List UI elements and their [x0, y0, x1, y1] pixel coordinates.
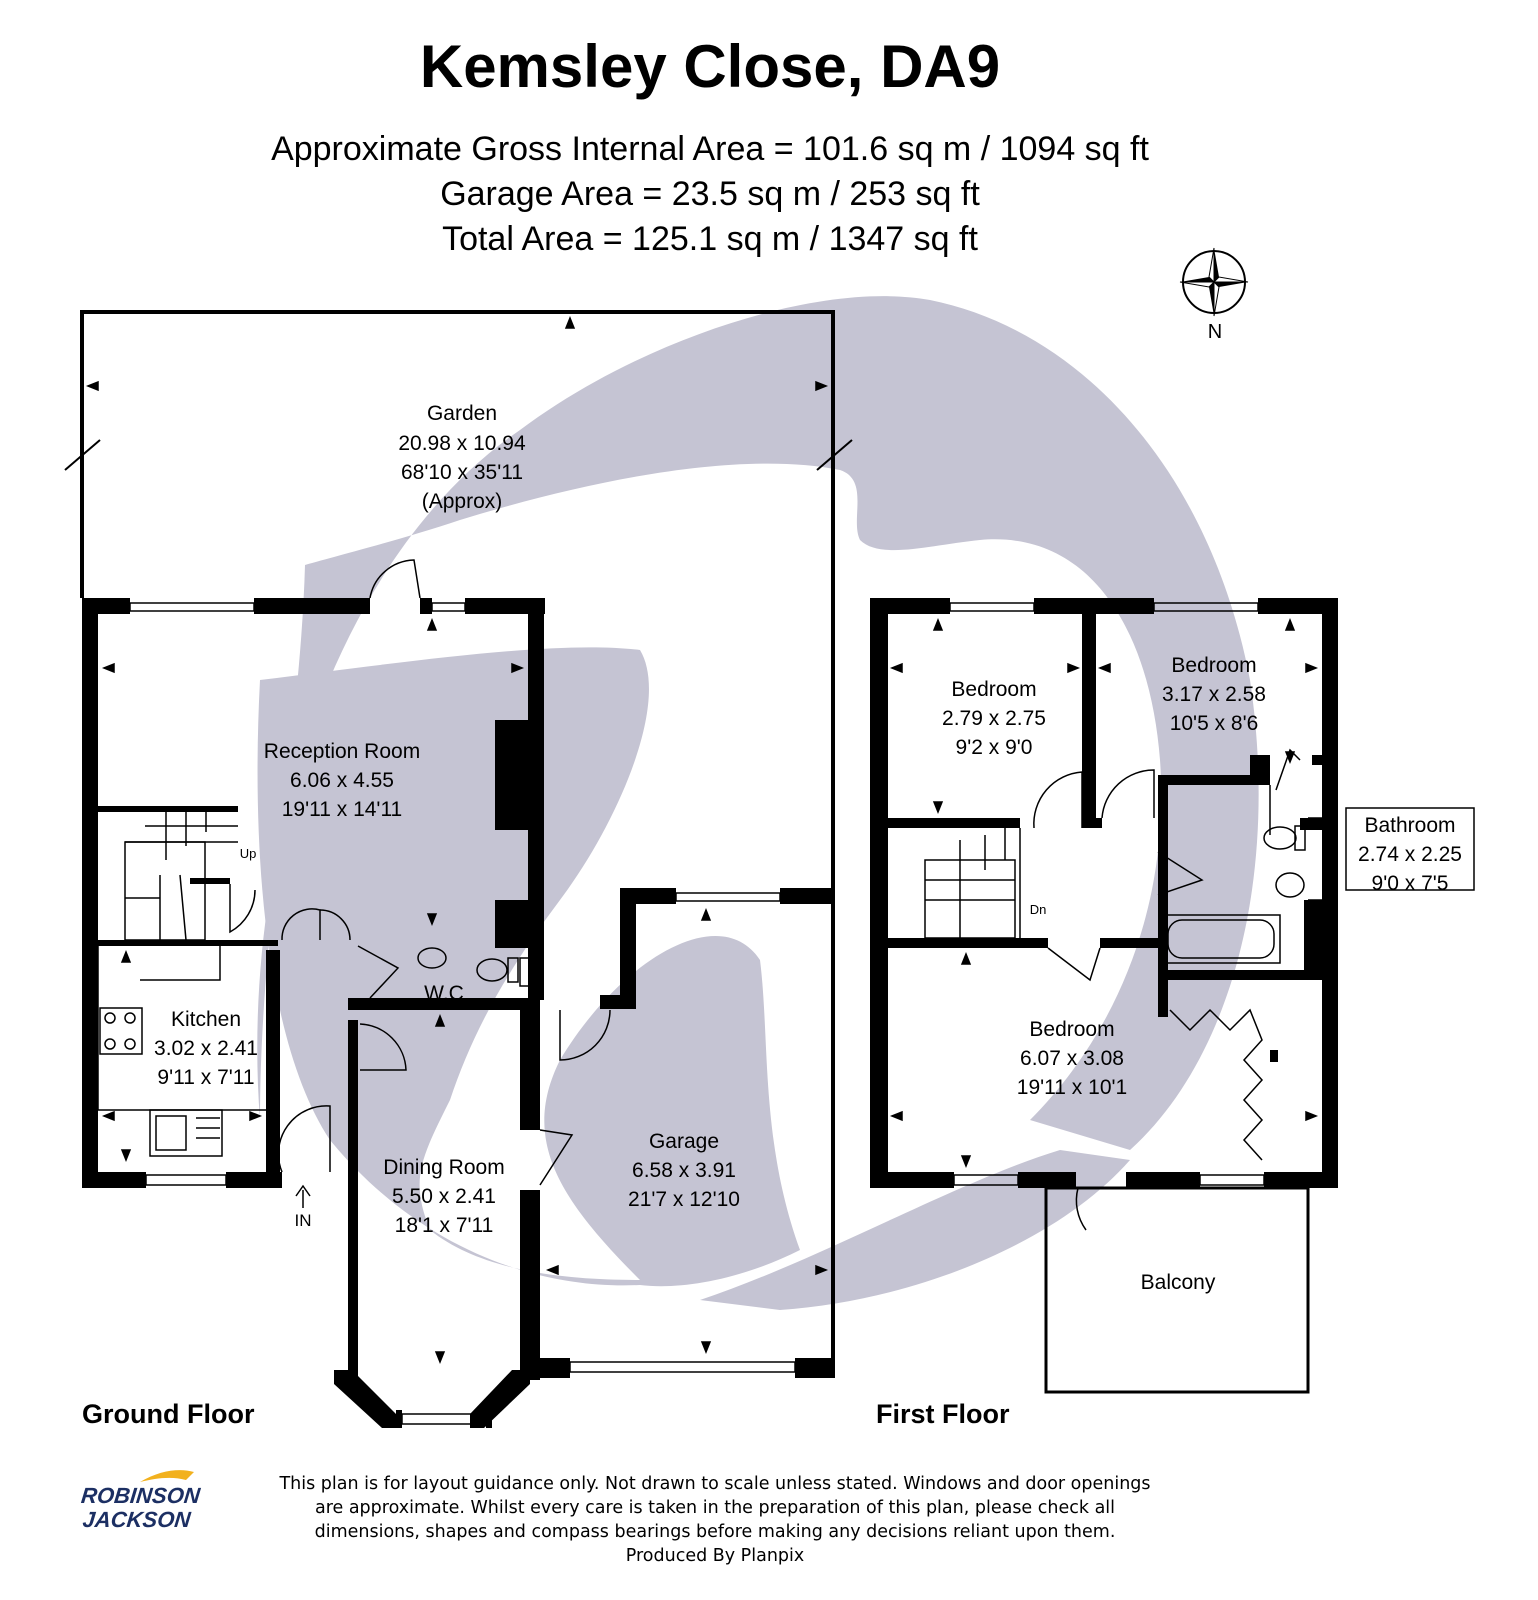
garage-name: Garage — [649, 1130, 719, 1153]
disclaimer-line: This plan is for layout guidance only. N… — [279, 1474, 1151, 1494]
stairs-up-label: Up — [240, 846, 257, 861]
reception-imperial: 19'11 x 14'11 — [282, 798, 403, 821]
logo-line2: JACKSON — [81, 1507, 192, 1532]
dining-imperial: 18'1 x 7'11 — [395, 1214, 494, 1237]
entrance-label: IN — [295, 1211, 312, 1230]
bedroom3-imperial: 19'11 x 10'1 — [1017, 1076, 1127, 1099]
ground-floor-labels: Garden 20.98 x 10.94 68'10 x 35'11 (Appr… — [154, 402, 740, 1237]
disclaimer-line: are approximate. Whilst every care is ta… — [314, 1498, 1116, 1518]
kitchen-metric: 3.02 x 2.41 — [154, 1037, 258, 1060]
first-floor-labels: Bedroom 2.79 x 2.75 9'2 x 9'0 Bedroom 3.… — [942, 654, 1462, 1294]
compass-label: N — [1208, 321, 1222, 343]
garden-note: (Approx) — [422, 490, 503, 513]
first-floor-details — [889, 602, 1475, 1394]
bedroom3-metric: 6.07 x 3.08 — [1020, 1047, 1124, 1070]
first-floor-label: First Floor — [876, 1399, 1010, 1429]
garage-imperial: 21'7 x 12'10 — [628, 1188, 740, 1211]
ground-floor-walls — [82, 598, 835, 1428]
dining-metric: 5.50 x 2.41 — [392, 1185, 496, 1208]
garage-area: Garage Area = 23.5 sq m / 253 sq ft — [440, 175, 980, 213]
ground-floor-label: Ground Floor — [82, 1399, 255, 1429]
bathroom-imperial: 9'0 x 7'5 — [1372, 872, 1449, 895]
reception-metric: 6.06 x 4.55 — [290, 769, 394, 792]
bedroom2-imperial: 10'5 x 8'6 — [1170, 712, 1259, 735]
bathroom-metric: 2.74 x 2.25 — [1358, 843, 1462, 866]
bathroom-name: Bathroom — [1364, 814, 1455, 837]
garage-metric: 6.58 x 3.91 — [632, 1159, 736, 1182]
balcony-name: Balcony — [1141, 1271, 1216, 1294]
logo-line1: ROBINSON — [80, 1483, 202, 1508]
bedroom2-metric: 3.17 x 2.58 — [1162, 683, 1266, 706]
disclaimer-line: dimensions, shapes and compass bearings … — [314, 1522, 1116, 1542]
producer-credit: Produced By Planpix — [625, 1546, 805, 1566]
bedroom2-name: Bedroom — [1171, 654, 1256, 677]
wc-name: W.C — [424, 982, 464, 1005]
dining-name: Dining Room — [383, 1156, 504, 1179]
logo-swoosh-icon — [140, 1470, 194, 1482]
kitchen-name: Kitchen — [171, 1008, 241, 1031]
north-compass-icon — [1179, 247, 1249, 317]
disclaimer: This plan is for layout guidance only. N… — [230, 1472, 1200, 1568]
first-floor-walls — [870, 598, 1338, 1188]
garden-boundary — [64, 310, 853, 1378]
bedroom1-name: Bedroom — [951, 678, 1036, 701]
kitchen-imperial: 9'11 x 7'11 — [157, 1066, 254, 1089]
bedroom1-metric: 2.79 x 2.75 — [942, 707, 1046, 730]
garden-imperial: 68'10 x 35'11 — [401, 461, 523, 484]
garden-name: Garden — [427, 402, 497, 425]
reception-name: Reception Room — [264, 740, 420, 763]
bedroom3-name: Bedroom — [1029, 1018, 1114, 1041]
gross-area: Approximate Gross Internal Area = 101.6 … — [271, 130, 1149, 168]
ground-floor-details — [85, 315, 829, 1425]
agency-logo: ROBINSON JACKSON — [77, 1483, 212, 1532]
plan-title: Kemsley Close, DA9 — [419, 33, 1001, 100]
garden-metric: 20.98 x 10.94 — [398, 432, 526, 455]
stairs-down-label: Dn — [1030, 902, 1047, 917]
watermark-logo — [257, 296, 1259, 1310]
bedroom1-imperial: 9'2 x 9'0 — [956, 736, 1033, 759]
total-area: Total Area = 125.1 sq m / 1347 sq ft — [442, 220, 978, 258]
